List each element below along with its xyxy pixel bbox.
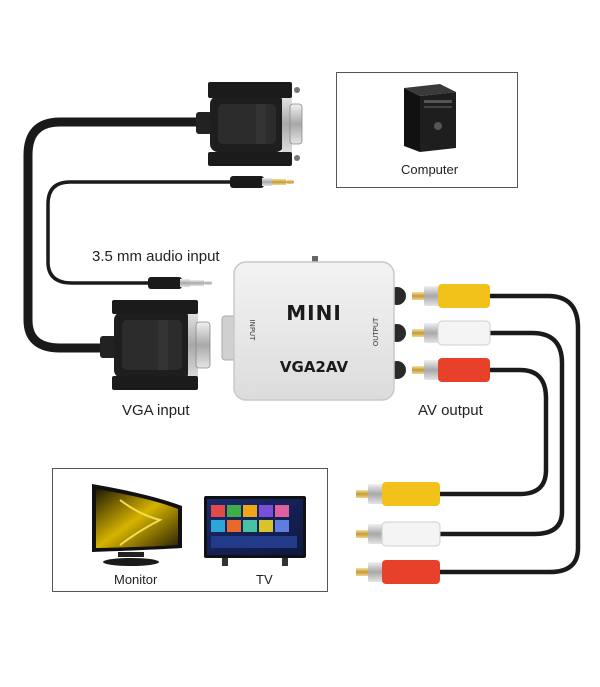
vga-input-label: VGA input (122, 402, 190, 419)
rca-cables (437, 293, 581, 575)
rca-plug-red-bottom (356, 560, 440, 584)
rca-plug-white-top (412, 320, 491, 346)
monitor-label: Monitor (114, 572, 158, 587)
computer-label: Computer (401, 162, 459, 177)
av-output-label: AV output (418, 402, 483, 419)
desktop-tower-icon (404, 84, 456, 152)
vga-connector-top (196, 82, 303, 166)
tv-label: TV (256, 572, 273, 587)
device-brand: MINI (286, 301, 342, 325)
vga-cable (23, 117, 215, 353)
audio-cable (46, 180, 234, 285)
monitor-icon (92, 484, 182, 566)
device-model: VGA2AV (280, 358, 349, 376)
rca-plug-red-top (412, 358, 490, 382)
rca-plug-white-bottom (356, 521, 441, 547)
audio-jack-bottom (148, 277, 212, 289)
device-output-label: OUTPUT (372, 317, 380, 346)
rca-plug-yellow-bottom (356, 482, 440, 506)
audio-input-label: 3.5 mm audio input (92, 248, 220, 265)
converter-device: MINI VGA2AV INPUT OUTPUT (221, 256, 406, 401)
rca-plug-yellow-top (412, 284, 490, 308)
audio-jack-top (230, 176, 294, 188)
vga-connector-bottom (100, 300, 211, 390)
tv-icon (204, 496, 306, 566)
device-input-label: INPUT (248, 320, 256, 342)
